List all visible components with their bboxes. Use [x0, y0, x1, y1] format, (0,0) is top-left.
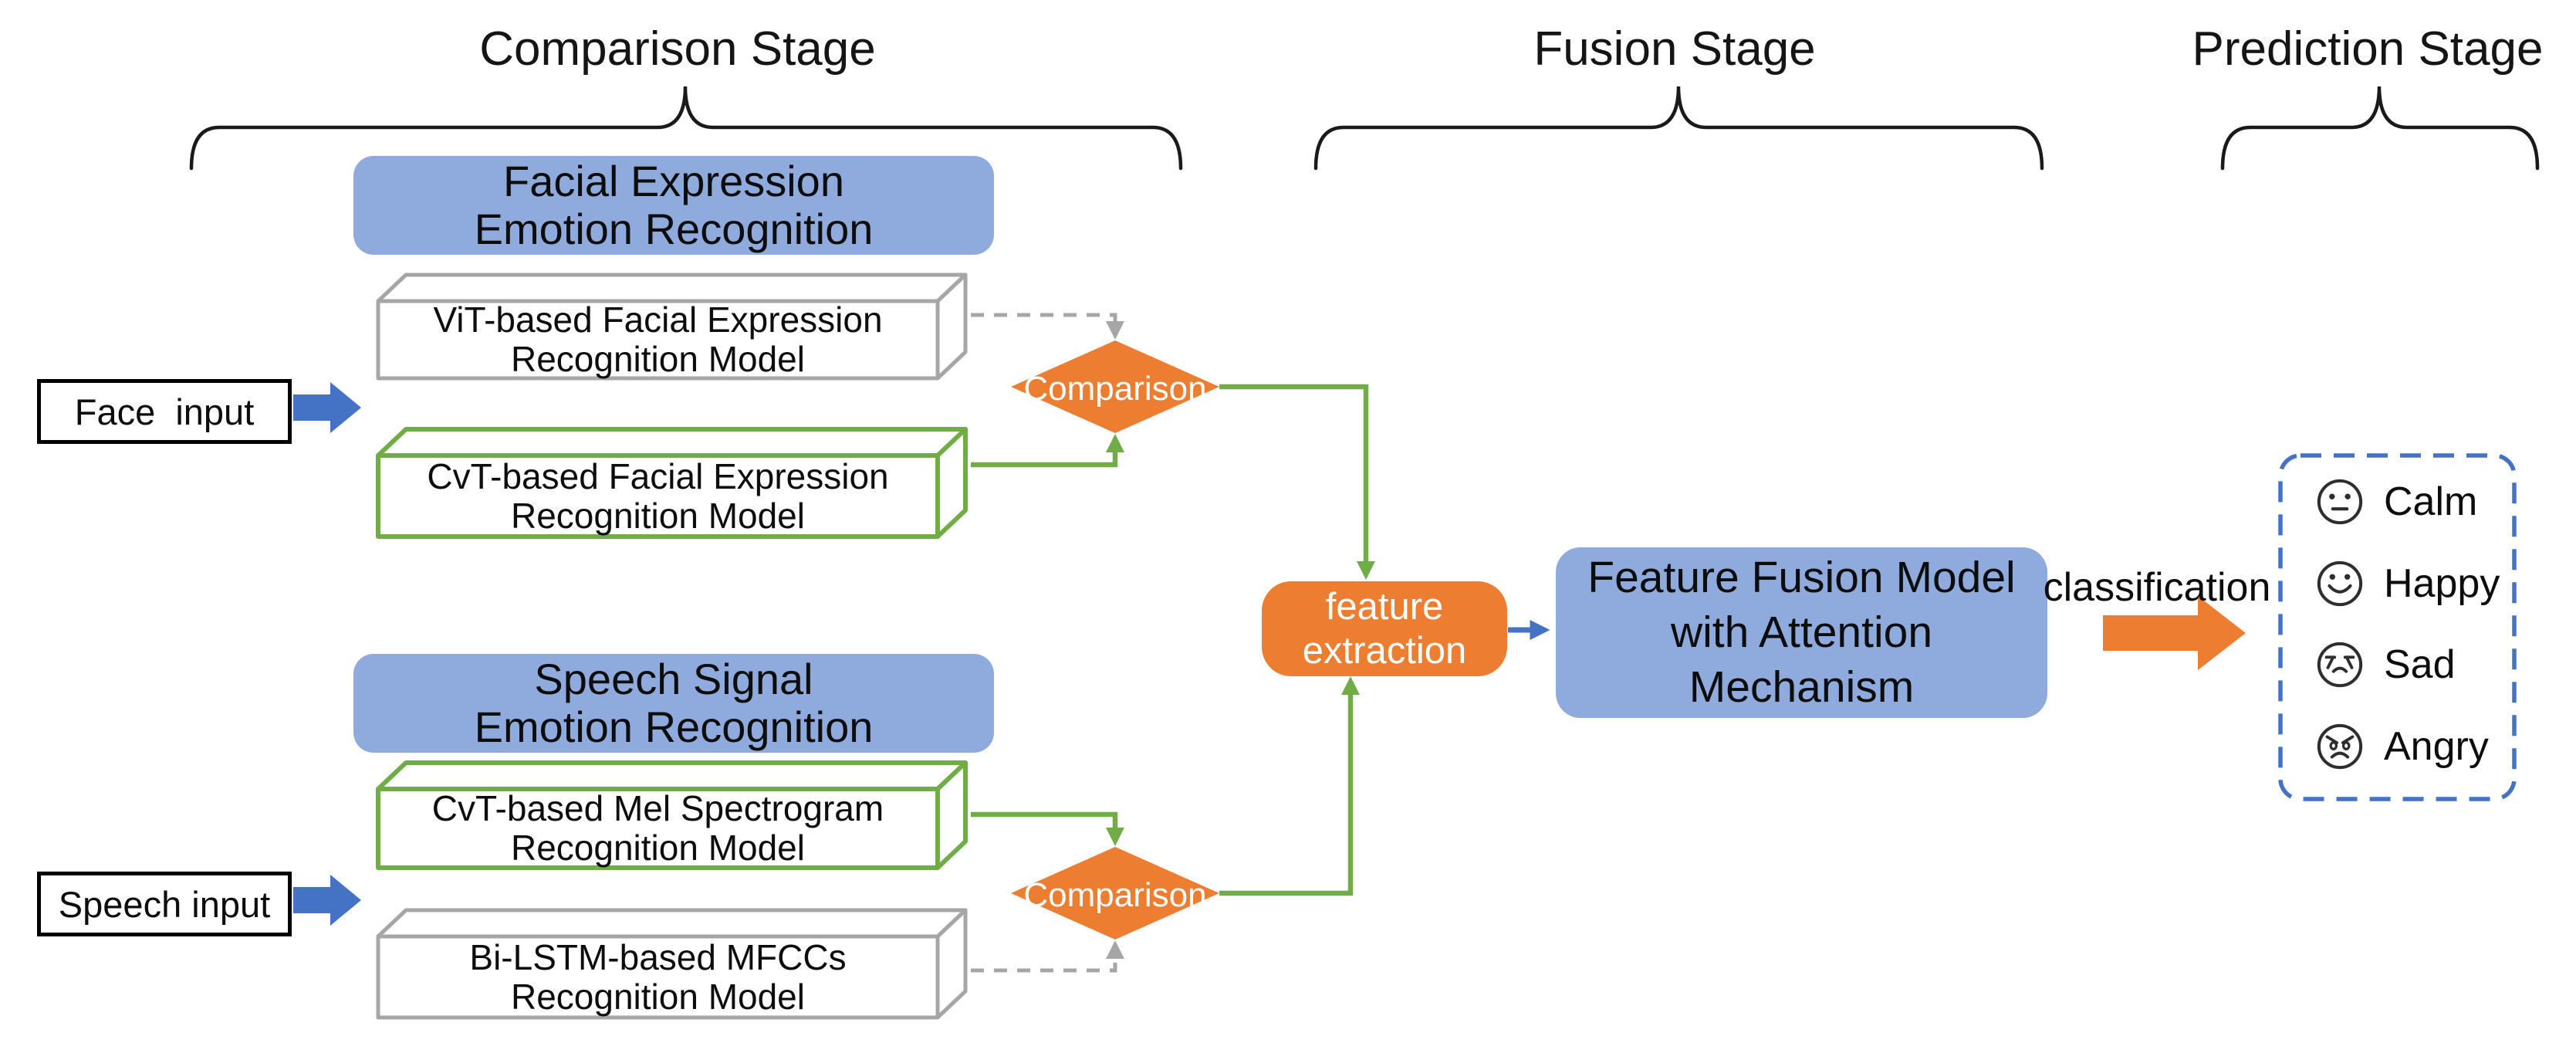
comparison-stage-brace	[189, 86, 1183, 171]
happy-face-icon	[2317, 560, 2363, 606]
emotion-label-sad: Sad	[2384, 642, 2456, 688]
feature-extraction-box: feature extraction	[1262, 581, 1507, 676]
stage-title-fusion: Fusion Stage	[1533, 22, 1816, 76]
cvt-mel-model-label: CvT-based Mel Spectrogram Recognition Mo…	[431, 788, 884, 868]
emotion-label-calm: Calm	[2384, 479, 2478, 524]
speech-input-arrow	[293, 875, 361, 926]
classification-arrow	[2103, 596, 2246, 670]
feature-fusion-model-box: Feature Fusion Model with Attention Mech…	[1556, 547, 2047, 718]
comparison1-to-feature-extraction-connector	[1219, 384, 1375, 580]
emotion-label-angry: Angry	[2384, 723, 2489, 769]
prediction-row-angry: Angry	[2316, 720, 2507, 773]
stage-title-comparison: Comparison Stage	[479, 22, 876, 76]
vit-to-comparison-dashed-connector	[971, 313, 1124, 340]
cvt-mel-to-comparison-connector	[971, 811, 1124, 846]
cvt-mel-model-3d-box	[376, 760, 968, 870]
facial-group-title-line1: Facial Expression	[503, 157, 844, 205]
prediction-stage-brace	[2220, 86, 2540, 171]
bilstm-model-3d-box	[376, 908, 968, 1020]
facial-group-title-line2: Emotion Recognition	[474, 205, 874, 253]
vit-model-label: ViT-based Facial Expression Recognition …	[433, 300, 883, 379]
comparison-diamond-speech	[1011, 847, 1219, 940]
facial-expression-group-box: Facial Expression Emotion Recognition	[353, 156, 994, 255]
calm-face-icon	[2317, 479, 2363, 525]
speech-input-box: Speech input	[37, 872, 292, 936]
cvt-facial-model-3d-box	[376, 427, 968, 539]
bilstm-to-comparison-dashed-connector	[971, 940, 1124, 973]
emotion-label-happy: Happy	[2384, 560, 2500, 606]
vit-model-3d-box	[376, 273, 968, 381]
sad-face-icon	[2317, 642, 2363, 688]
angry-face-icon	[2317, 723, 2363, 770]
prediction-output-box-border	[2278, 453, 2517, 801]
stage-title-prediction: Prediction Stage	[2192, 22, 2544, 76]
prediction-output-box: Calm Happy Sad	[2280, 455, 2514, 799]
speech-signal-group-box: Speech Signal Emotion Recognition	[353, 654, 994, 753]
speech-group-title-line2: Emotion Recognition	[474, 703, 874, 751]
face-input-arrow	[293, 382, 361, 433]
speech-group-title-line1: Speech Signal	[534, 655, 813, 703]
prediction-row-sad: Sad	[2316, 638, 2507, 691]
fusion-stage-brace	[1313, 86, 2044, 171]
bilstm-model-label: Bi-LSTM-based MFCCs Recognition Model	[469, 936, 847, 1017]
cvt-facial-model-label: CvT-based Facial Expression Recognition …	[427, 455, 889, 536]
face-input-box: Face input	[37, 379, 292, 444]
classification-label: classification	[2043, 565, 2271, 610]
comparison2-to-feature-extraction-connector	[1219, 676, 1360, 896]
comparison-label-face: Comparison	[1023, 370, 1207, 408]
prediction-row-calm: Calm	[2316, 476, 2507, 528]
prediction-row-happy: Happy	[2316, 557, 2507, 610]
comparison-diamond-face	[1011, 340, 1219, 433]
comparison-label-speech: Comparison	[1023, 876, 1207, 914]
cvt-facial-to-comparison-connector	[971, 434, 1124, 468]
